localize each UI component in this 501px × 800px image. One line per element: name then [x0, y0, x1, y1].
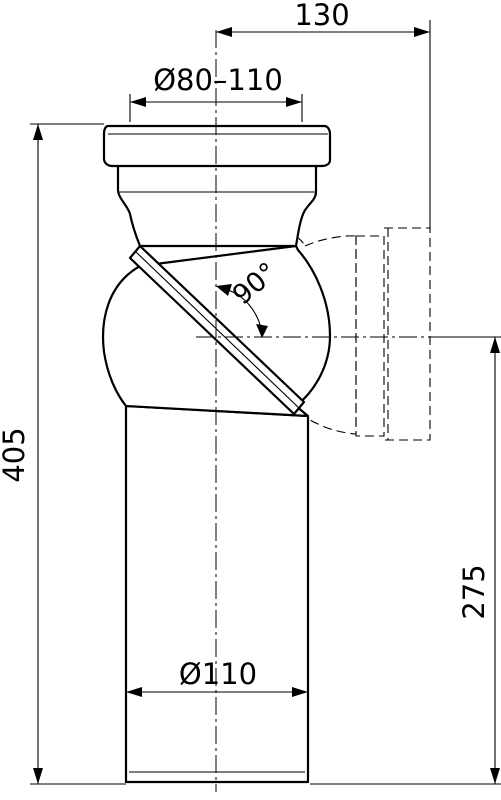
dimension-outlet-diameter: Ø110: [126, 657, 308, 697]
centerlines: [196, 30, 438, 792]
offset-label: 130: [294, 0, 349, 32]
outlet-height-label: 275: [457, 564, 491, 619]
dimension-offset: 130: [216, 0, 431, 228]
angle-arrow-down: [256, 324, 268, 338]
total-height-label: 405: [0, 427, 31, 482]
angle-arrow-left: [216, 284, 232, 296]
outlet-diameter-label: Ø110: [179, 657, 257, 691]
outlet-pipe: [124, 404, 310, 784]
pipe-body: [101, 124, 332, 784]
dimension-inlet-diameter: Ø80–110: [129, 63, 303, 122]
inlet-cap: [102, 124, 332, 168]
dimension-total-height: 405: [0, 123, 126, 785]
inlet-diameter-label: Ø80–110: [153, 63, 283, 97]
dimension-outlet-height: 275: [310, 336, 501, 785]
inlet-neck: [116, 162, 318, 248]
